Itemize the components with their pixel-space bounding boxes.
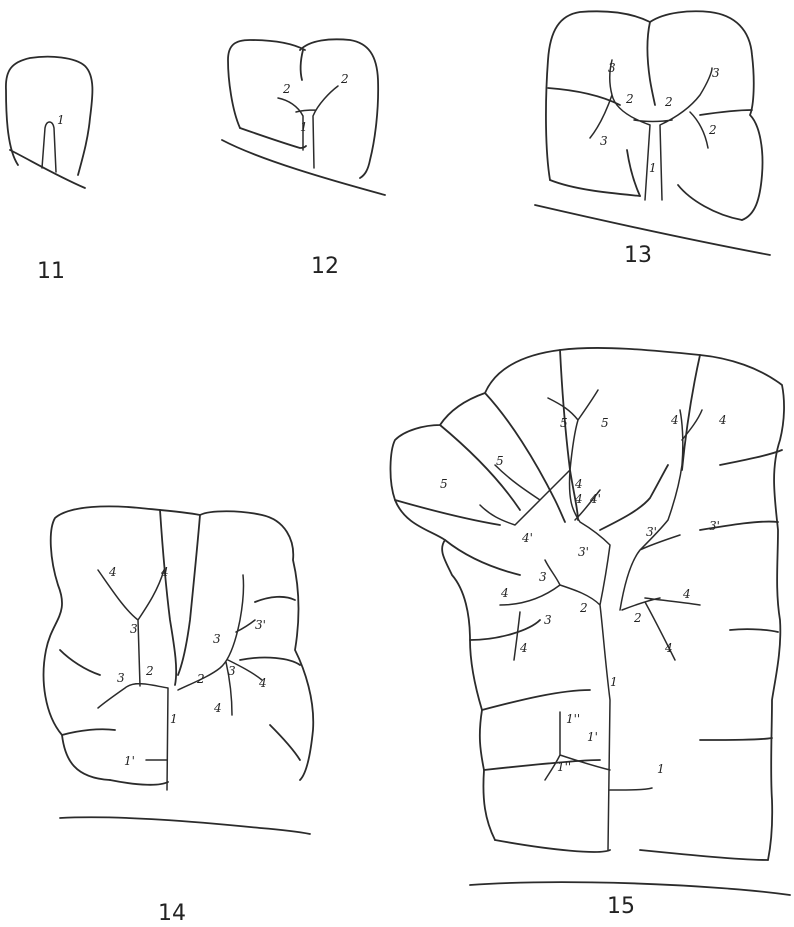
fig14-label-3c: 3 [117, 671, 125, 685]
fig14-left-waist [110, 780, 168, 785]
fig12-number: 12 [311, 254, 339, 279]
figure-13: 3 3 2 2 3 2 1 [535, 11, 770, 255]
fig14-top-divider [160, 510, 176, 685]
fig14-label-3b: 3 [213, 632, 221, 646]
fig13-label-3b: 3 [712, 66, 720, 80]
fig15-label-4g: 4 [519, 641, 528, 655]
fig14-label-4c: 4 [258, 676, 267, 690]
fig12-left-lobe [228, 40, 305, 128]
fig14-number: 14 [158, 901, 186, 926]
fig12-lobe-divider [301, 50, 303, 80]
fig13-number: 13 [624, 243, 652, 268]
fig12-duct [278, 86, 338, 168]
fig14-right-inner [255, 597, 295, 602]
fig14-right-bottom [270, 725, 300, 760]
fig14-label-1: 1 [170, 712, 178, 726]
fig15-label-3prime-b: 3' [646, 525, 657, 539]
fig11-duct [42, 122, 56, 172]
fig13-label-2b: 2 [664, 95, 673, 109]
fig14-right-lower [240, 658, 300, 665]
fig14-label-3a: 3 [130, 622, 138, 636]
fig14-label-2b: 2 [196, 672, 205, 686]
fig15-label-4prime-a: 4' [589, 492, 601, 506]
fig15-label-2b: 2 [633, 611, 642, 625]
fig15-label-4c: 4 [574, 477, 583, 491]
fig15-label-2a: 2 [579, 601, 588, 615]
fig15-label-5a: 5 [560, 416, 568, 430]
fig15-label-4f: 4 [682, 587, 691, 601]
fig15-label-3prime-c: 3' [709, 519, 720, 533]
fig13-label-2a: 2 [625, 92, 634, 106]
fig15-label-3b: 3 [544, 613, 552, 627]
fig15-label-4d: 4 [574, 492, 583, 506]
fig14-outer-outline [44, 506, 314, 780]
fig11-lobe-outline [6, 57, 93, 175]
fig13-top-divider [647, 22, 655, 105]
fig13-inner-left [627, 150, 640, 196]
fig14-label-3prime: 3' [255, 618, 266, 632]
fig15-bottom-waist [495, 840, 768, 860]
fig15-right-inner [600, 465, 668, 530]
fig15-label-1dbl-a: 1'' [566, 712, 580, 726]
fig14-base-line [60, 817, 310, 834]
fig15-mid-dividers [445, 450, 782, 770]
fig14-label-3d: 3 [228, 664, 236, 678]
fig15-label-5c: 5 [496, 454, 504, 468]
fig12-label-2a: 2 [282, 82, 291, 96]
fig11-base-line [10, 150, 85, 188]
fig13-inner-right [678, 185, 742, 220]
fig15-label-4a: 4 [670, 413, 679, 427]
fig15-label-3prime-a: 3' [578, 545, 589, 559]
fig15-label-1prime: 1' [587, 730, 598, 744]
fig13-lower-left-lobe [550, 180, 640, 196]
fig15-label-4b: 4 [718, 413, 727, 427]
fig14-left-inner [60, 650, 100, 675]
fig15-duct [480, 390, 702, 850]
fig14-label-1prime: 1' [124, 754, 135, 768]
fig13-label-1: 1 [649, 161, 657, 175]
fig13-label-3c: 3 [600, 134, 608, 148]
fig15-label-5d: 5 [440, 477, 448, 491]
fig14-left-lower [62, 729, 115, 735]
fig12-right-lobe [300, 39, 378, 178]
fig15-label-4e: 4 [500, 586, 509, 600]
fig15-label-1a: 1 [610, 675, 618, 689]
fig14-label-2a: 2 [145, 664, 154, 678]
fig13-label-3a: 3 [608, 61, 616, 75]
fig12-label-1: 1 [300, 120, 308, 134]
fig14-center-divider [178, 515, 200, 675]
figure-15: 5 5 4 4 5 5 4 4' 4 4' 3' 3' 3' 3 4 4 2 2… [390, 348, 790, 895]
fig15-number: 15 [607, 894, 635, 919]
fig15-label-1dbl-b: 1'' [557, 760, 571, 774]
fig14-label-4d: 4 [213, 701, 222, 715]
fig15-label-4prime-b: 4' [521, 531, 533, 545]
fig12-label-2b: 2 [340, 72, 349, 86]
fig14-label-4a: 4 [108, 565, 117, 579]
figure-11: 1 [6, 57, 93, 188]
figure-14: 4 4 3 3 3' 3 2 2 3 4 4 1 1' [44, 506, 314, 834]
fig11-label: 1 [57, 113, 65, 127]
fig15-top-dividers [395, 350, 700, 525]
fig15-label-1b: 1 [657, 762, 665, 776]
fig14-label-4b: 4 [160, 565, 169, 579]
fig12-inner-curve [240, 128, 306, 148]
fig11-number: 11 [37, 259, 65, 284]
fig15-label-3a: 3 [539, 570, 547, 584]
fig13-label-2c: 2 [708, 123, 717, 137]
fig13-mid-line-right [700, 110, 752, 115]
fig15-label-5b: 5 [601, 416, 609, 430]
fig15-label-4h: 4 [664, 641, 673, 655]
fig13-base-line [535, 205, 770, 255]
figure-12: 2 2 1 [222, 39, 385, 195]
